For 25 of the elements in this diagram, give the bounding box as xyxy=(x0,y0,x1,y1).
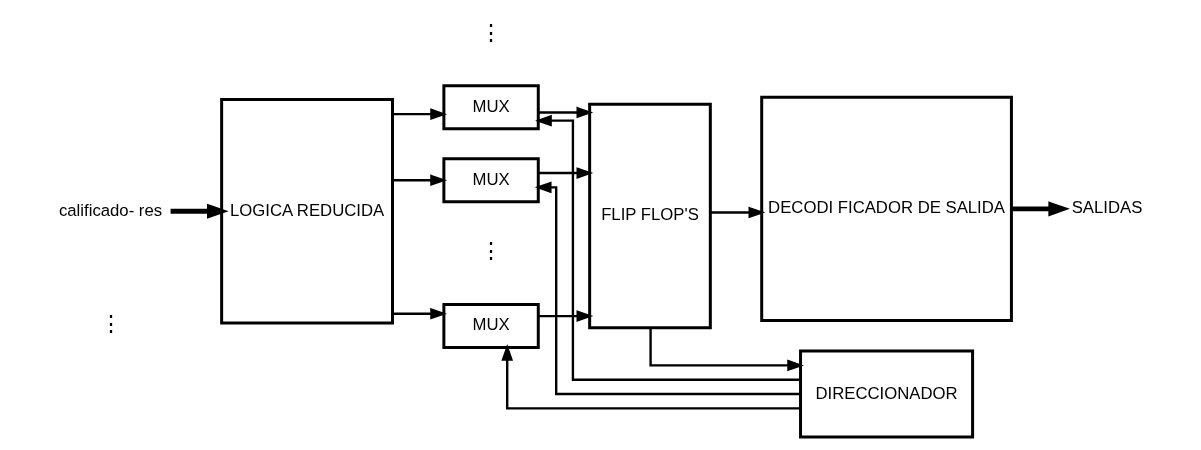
arrow xyxy=(392,108,447,121)
node-text: calificado- res xyxy=(58,200,162,220)
node-box: MUX xyxy=(441,157,540,204)
arrow xyxy=(392,307,447,320)
node-box: LOGICA REDUCIDA xyxy=(219,98,394,325)
node-box: FLIP FLOP'S xyxy=(587,102,712,330)
arrow xyxy=(1011,201,1070,217)
node-box: MUX xyxy=(441,84,540,131)
node-box: MUX xyxy=(441,302,540,349)
label: ⋮ xyxy=(99,312,122,337)
arrow xyxy=(534,114,800,381)
arrow xyxy=(534,181,800,396)
label: ⋮ xyxy=(479,20,502,45)
label: ⋮ xyxy=(479,239,502,264)
arrow xyxy=(170,203,229,219)
arrow xyxy=(537,167,593,179)
arrow xyxy=(500,344,800,410)
node-box: DECODI FICADOR DE SALIDA xyxy=(759,95,1013,323)
arrow xyxy=(710,206,765,219)
arrow xyxy=(392,174,447,187)
node-text: SALIDAS xyxy=(1071,198,1142,218)
node-box: DIRECCIONADOR xyxy=(798,349,974,439)
arrow xyxy=(537,310,593,322)
arrow xyxy=(648,328,804,372)
arrow xyxy=(537,106,593,119)
